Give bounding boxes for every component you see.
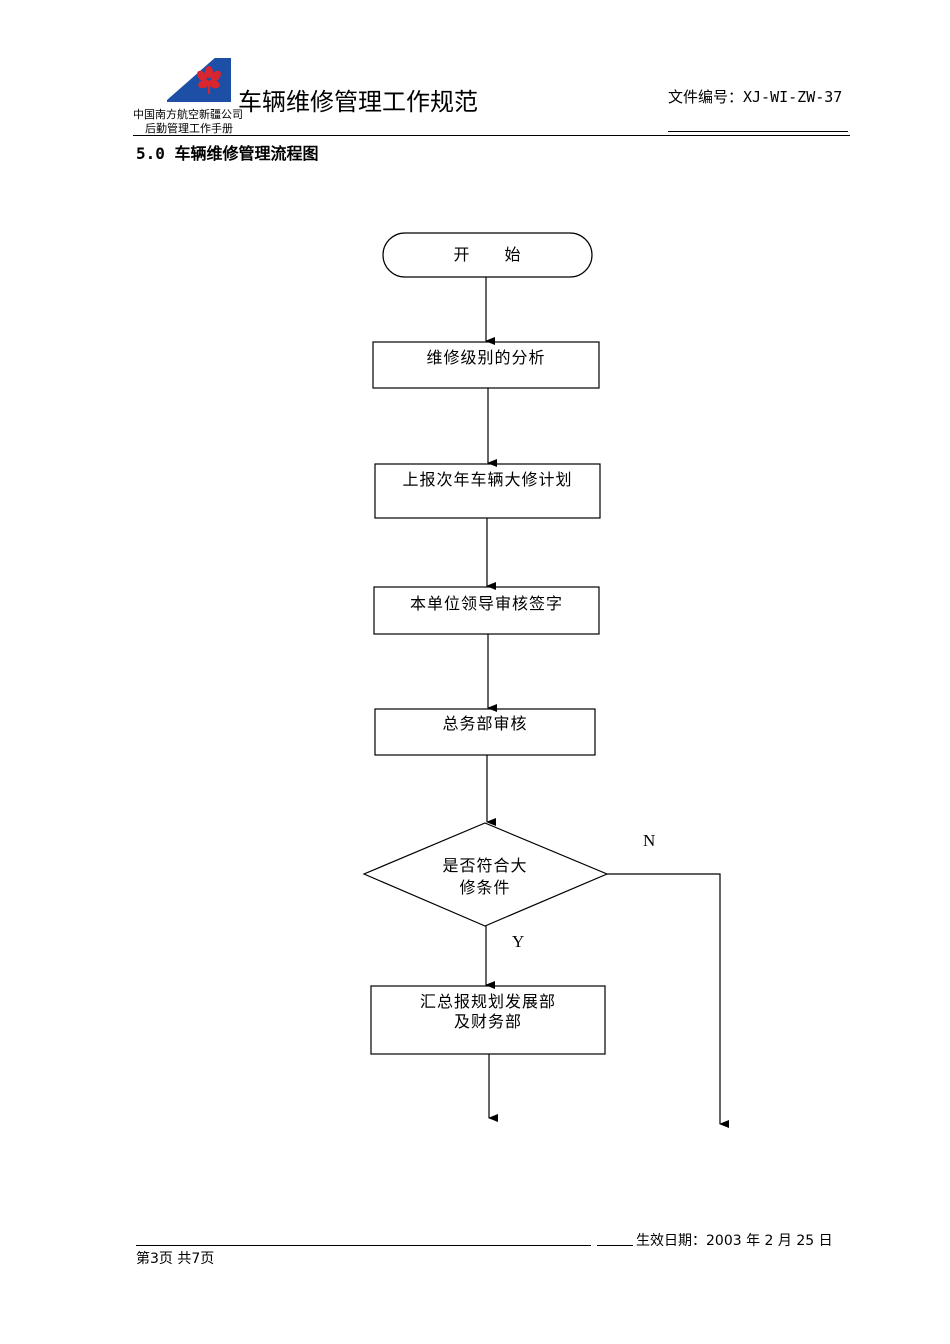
start-terminal <box>382 232 593 278</box>
header-divider-short <box>668 131 848 132</box>
airline-logo-icon <box>167 58 231 102</box>
step-leader-sign-label: 本单位领导审核签字 <box>409 594 563 613</box>
header-divider <box>133 135 850 136</box>
document-title: 车辆维修管理工作规范 <box>238 88 478 116</box>
step-summary-label-line2: 及财务部 <box>453 1012 522 1031</box>
no-label: N <box>643 831 656 850</box>
start-label: 开 始 <box>453 245 522 264</box>
decision-label-line2: 修条件 <box>459 878 511 897</box>
step-summary-label-line1: 汇总报规划发展部 <box>419 992 556 1011</box>
step-general-affairs-label: 总务部审核 <box>442 714 528 733</box>
decision-diamond <box>362 822 609 927</box>
footer-divider-short <box>597 1245 633 1246</box>
step-level-analysis-label: 维修级别的分析 <box>426 348 546 367</box>
no-branch-line <box>607 873 729 1128</box>
step-general-affairs-box <box>374 708 596 756</box>
decision-label-line1: 是否符合大 <box>442 856 528 875</box>
manual-name: 后勤管理工作手册 <box>145 122 233 135</box>
document-number: 文件编号：XJ-WI-ZW-37 <box>668 88 843 106</box>
company-name: 中国南方航空新疆公司 <box>133 108 243 121</box>
effective-date: 生效日期：2003 年 2 月 25 日 <box>636 1233 833 1249</box>
step-report-plan-label: 上报次年车辆大修计划 <box>402 470 573 489</box>
section-title: 5.0 车辆维修管理流程图 <box>136 144 319 163</box>
page-number: 第3页 共7页 <box>136 1251 215 1267</box>
yes-label: Y <box>512 932 525 951</box>
footer-divider <box>136 1245 591 1246</box>
